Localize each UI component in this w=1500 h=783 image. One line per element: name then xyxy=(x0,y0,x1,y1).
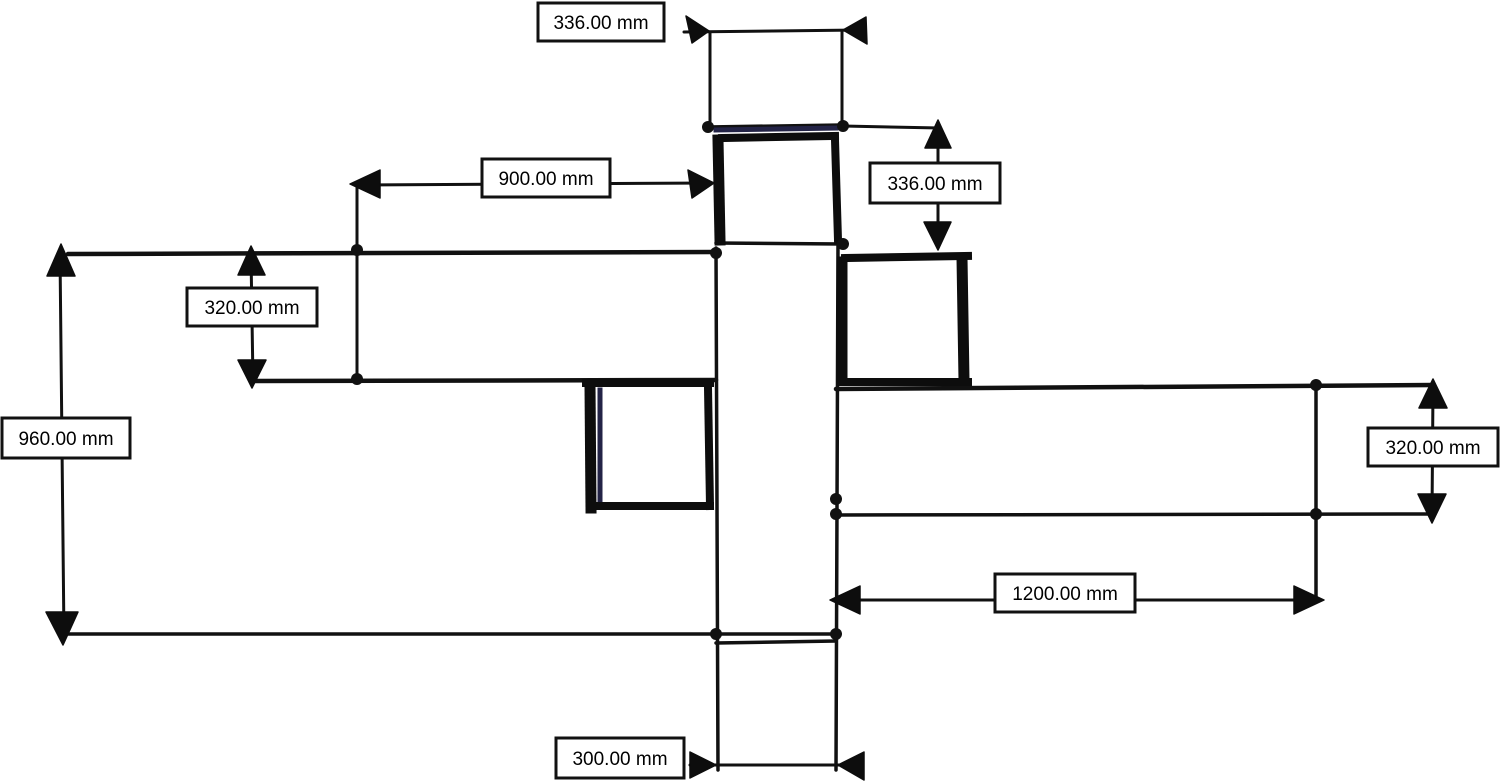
dimension-label: 900.00 mm xyxy=(498,169,593,190)
arrowhead xyxy=(237,359,267,389)
arrowhead xyxy=(689,751,717,779)
dimension-left-arm-width: 320.00 mm xyxy=(185,245,319,389)
wall-block-left xyxy=(582,379,715,514)
dimension-label: 300.00 mm xyxy=(572,749,667,770)
dimension-top-height: 336.00 mm xyxy=(841,119,1002,251)
wall-block-top xyxy=(712,125,843,246)
arrowhead xyxy=(1417,493,1447,524)
arrowhead xyxy=(829,585,861,615)
arrowhead xyxy=(237,245,266,276)
dimension-right-arm-length: 1200.00 mm xyxy=(829,572,1325,615)
arrowhead xyxy=(924,119,952,149)
dimension-label: 336.00 mm xyxy=(887,174,982,195)
arrowhead xyxy=(837,751,865,781)
arrowhead xyxy=(687,169,715,199)
arrowhead xyxy=(46,243,76,277)
dimension-label: 320.00 mm xyxy=(1385,438,1480,459)
dimension-label: 336.00 mm xyxy=(553,13,648,34)
arrowhead xyxy=(349,169,381,199)
dimension-right-arm-width: 320.00 mm xyxy=(1366,378,1500,524)
dimension-label: 1200.00 mm xyxy=(1012,584,1118,605)
wall-block-right xyxy=(836,251,973,386)
dimension-label: 320.00 mm xyxy=(204,298,299,319)
plan-outline xyxy=(65,123,1436,772)
dimension-stem-width: 300.00 mm xyxy=(554,736,865,781)
dimension-left-arm-length: 900.00 mm xyxy=(349,157,715,199)
arrowhead xyxy=(685,15,710,44)
dimension-overall-height: 960.00 mm xyxy=(0,243,132,646)
dimension-label: 960.00 mm xyxy=(18,429,113,450)
arrowhead xyxy=(1418,378,1448,409)
arrowhead xyxy=(923,221,952,251)
dimension-top-width: 336.00 mm xyxy=(536,1,868,129)
arrowhead xyxy=(1293,585,1325,615)
arrowhead xyxy=(842,16,868,45)
arrowhead xyxy=(45,611,79,646)
